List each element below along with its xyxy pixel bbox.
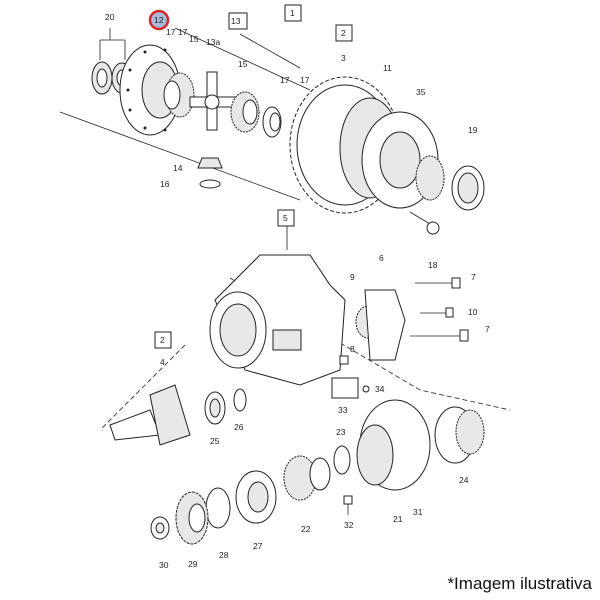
bearing-25[interactable] xyxy=(204,391,226,425)
label-17: 17 xyxy=(300,75,310,85)
assembly-guide-line xyxy=(59,111,301,201)
side-gear-15b[interactable] xyxy=(230,91,260,133)
drive-pinion-4[interactable] xyxy=(109,384,191,446)
label-32: 32 xyxy=(344,520,354,530)
label-31: 31 xyxy=(413,507,423,517)
label-17: 17 xyxy=(178,27,188,37)
svg-text:2: 2 xyxy=(160,335,165,345)
label-25: 25 xyxy=(210,436,220,446)
label-16: 16 xyxy=(160,179,170,189)
group-box-1: 1 xyxy=(284,4,302,22)
bearing-cup-19[interactable] xyxy=(451,165,485,211)
group-box-2b: 2 xyxy=(154,331,172,349)
spider-cross-13a[interactable] xyxy=(189,71,241,131)
label-29: 29 xyxy=(188,559,198,569)
differential-case-12[interactable] xyxy=(119,44,181,136)
group-box-5: 5 xyxy=(277,209,295,227)
ring-28[interactable] xyxy=(205,487,231,529)
bolt-7b[interactable] xyxy=(410,329,469,342)
label-26: 26 xyxy=(234,422,244,432)
label-35: 35 xyxy=(416,87,426,97)
label-30: 30 xyxy=(159,560,169,570)
label-23: 23 xyxy=(336,427,346,437)
pin-8[interactable] xyxy=(339,355,349,365)
label-10: 10 xyxy=(468,307,478,317)
bearing-24[interactable] xyxy=(434,406,485,464)
illustrative-image-note: *Imagem ilustrativa xyxy=(447,574,592,593)
label-19: 19 xyxy=(468,125,478,135)
bearing-cap-6[interactable] xyxy=(364,289,406,361)
highlighted-part-12[interactable]: 12 xyxy=(148,9,170,31)
washer-16[interactable] xyxy=(199,179,221,189)
label-7: 7 xyxy=(471,272,476,282)
label-21: 21 xyxy=(393,514,403,524)
svg-text:5: 5 xyxy=(283,213,288,223)
label-9: 9 xyxy=(350,272,355,282)
label-15: 15 xyxy=(189,34,199,44)
label-17: 17 xyxy=(166,27,176,37)
label-17: 17 xyxy=(280,75,290,85)
label-34: 34 xyxy=(375,384,385,394)
label-7: 7 xyxy=(485,324,490,334)
leader-line xyxy=(174,27,311,91)
side-gear-15[interactable] xyxy=(163,72,195,118)
axle-housing-5[interactable] xyxy=(209,254,346,386)
bearing-22[interactable] xyxy=(283,455,331,501)
screw-34[interactable] xyxy=(362,385,370,393)
label-24: 24 xyxy=(459,475,469,485)
svg-text:13: 13 xyxy=(231,16,241,26)
svg-text:12: 12 xyxy=(154,15,164,25)
pinion-gear-14[interactable] xyxy=(197,157,223,169)
label-3: 3 xyxy=(341,53,346,63)
group-box-13: 13 xyxy=(228,12,248,30)
label-11: 11 xyxy=(383,63,392,73)
bearing-35[interactable] xyxy=(415,155,445,201)
flange-29[interactable] xyxy=(175,491,209,545)
label-6: 6 xyxy=(379,253,384,263)
bolt-7[interactable] xyxy=(415,277,461,289)
label-4: 4 xyxy=(160,357,165,367)
flange-housing-21[interactable] xyxy=(356,399,431,491)
seal-27[interactable] xyxy=(235,470,277,524)
part-labels: 20 17 17 15 13a 3 15 17 17 11 35 19 14 1… xyxy=(105,12,490,570)
label-18: 18 xyxy=(428,260,438,270)
bolt-10[interactable] xyxy=(420,307,454,318)
leader-line xyxy=(99,28,126,60)
label-14: 14 xyxy=(173,163,183,173)
svg-text:2: 2 xyxy=(341,28,346,38)
bolt-32[interactable] xyxy=(343,495,353,515)
ring-23[interactable] xyxy=(333,445,351,475)
label-33: 33 xyxy=(338,405,348,415)
group-box-2: 2 xyxy=(335,24,353,42)
nut-30[interactable] xyxy=(150,516,170,540)
label-8: 8 xyxy=(350,344,355,354)
label-22: 22 xyxy=(301,524,311,534)
cover-33[interactable] xyxy=(331,377,359,399)
label-28: 28 xyxy=(219,550,229,560)
leader-line xyxy=(239,33,301,69)
svg-text:1: 1 xyxy=(290,8,295,18)
label-13a: 13a xyxy=(206,37,220,47)
label-20: 20 xyxy=(105,12,115,22)
label-27: 27 xyxy=(253,541,263,551)
spacer-26[interactable] xyxy=(233,388,247,412)
bolt-18[interactable] xyxy=(409,211,440,235)
thrust-washer-17[interactable] xyxy=(262,106,282,138)
label-15: 15 xyxy=(238,59,248,69)
